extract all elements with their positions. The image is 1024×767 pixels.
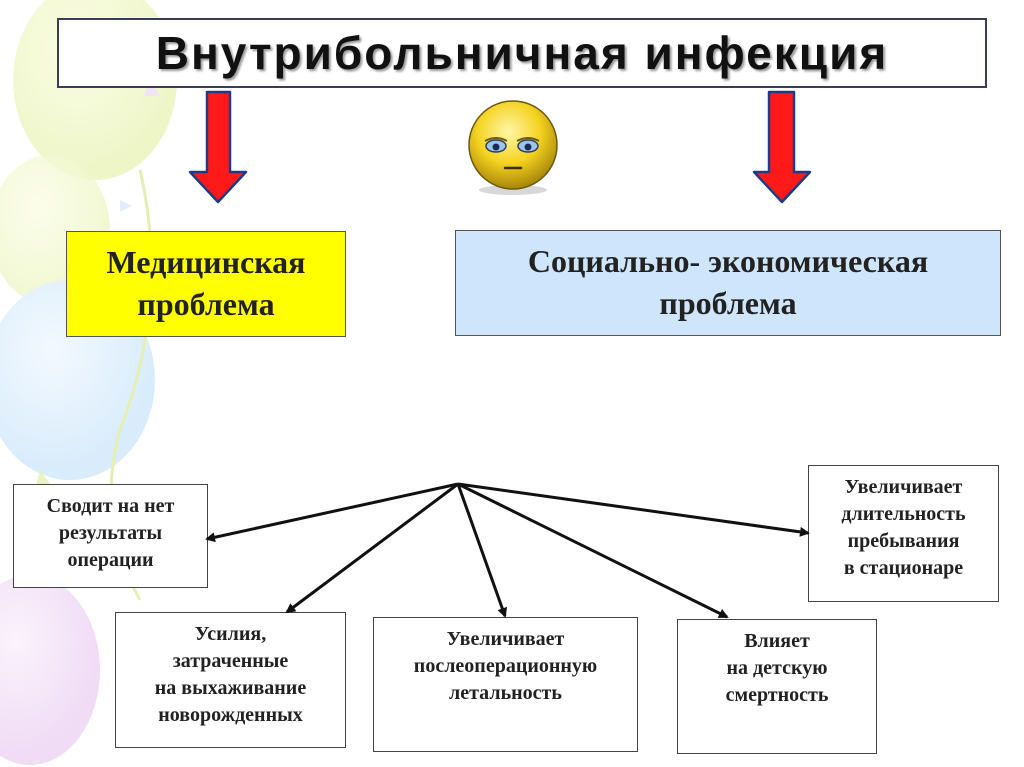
socioeconomic-problem-label: Социально- экономическая проблема <box>527 243 929 321</box>
consequence-child-mortality-label: Влияет на детскую смертность <box>725 630 829 706</box>
diagram-title: Внутрибольничная инфекция <box>57 18 987 88</box>
consequence-duration-box: Увеличивает длительность пребывания в ст… <box>808 465 999 602</box>
sad-face-icon <box>468 100 558 195</box>
consequence-duration-label: Увеличивает длительность пребывания в ст… <box>841 476 966 579</box>
title-text: Внутрибольничная инфекция <box>155 27 889 79</box>
consequence-efforts-box: Усилия, затраченные на выхаживание новор… <box>115 612 346 748</box>
consequence-child-mortality-box: Влияет на детскую смертность <box>677 619 877 754</box>
consequence-results-label: Сводит на нет результаты операции <box>46 495 175 571</box>
consequence-lethality-label: Увеличивает послеоперационную летальност… <box>413 628 598 704</box>
medical-problem-box: Медицинская проблема <box>66 231 346 337</box>
medical-problem-label: Медицинская проблема <box>106 244 306 322</box>
consequence-efforts-label: Усилия, затраченные на выхаживание новор… <box>154 623 307 726</box>
socioeconomic-problem-box: Социально- экономическая проблема <box>455 230 1001 336</box>
consequence-lethality-box: Увеличивает послеоперационную летальност… <box>373 617 638 752</box>
consequence-results-box: Сводит на нет результаты операции <box>13 484 208 588</box>
